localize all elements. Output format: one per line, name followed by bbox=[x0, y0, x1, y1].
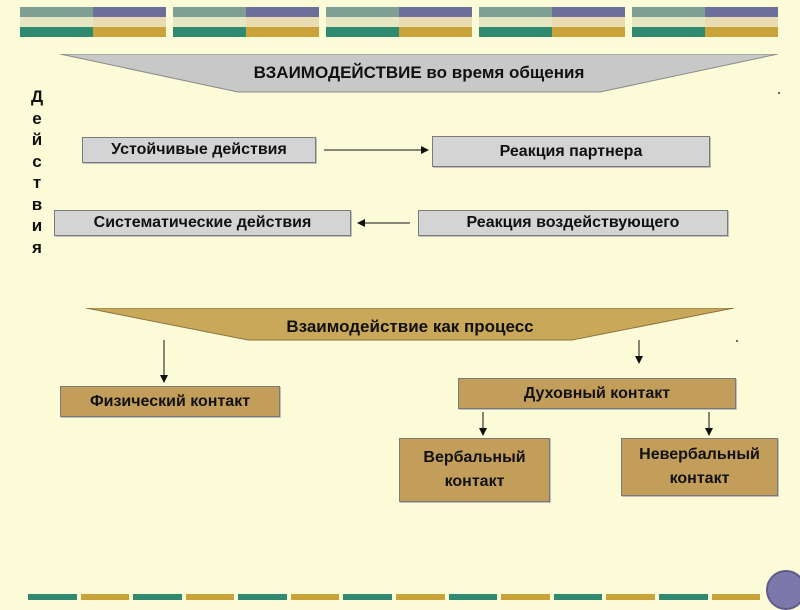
decoration-dot bbox=[778, 92, 780, 94]
interaction-banner-title: ВЗАИМОДЕЙСТВИЕ во время общения bbox=[253, 63, 585, 82]
vertical-letter: в bbox=[31, 194, 43, 214]
partner-reaction-box: Реакция партнера bbox=[432, 136, 710, 167]
top-decoration-strip bbox=[326, 7, 472, 37]
nonverbal-contact-box: Невербальный контакт bbox=[621, 438, 778, 496]
top-decoration-strip bbox=[173, 7, 319, 37]
verbal-contact-box: Вербальный контакт bbox=[399, 438, 550, 502]
top-decoration-strip bbox=[632, 7, 778, 37]
vertical-letter: т bbox=[32, 173, 42, 192]
vertical-letter: я bbox=[32, 237, 42, 257]
vertical-letter: й bbox=[31, 130, 43, 149]
vertical-letter: е bbox=[32, 108, 42, 128]
actions-vertical-label: Д е й с т в и я bbox=[29, 86, 45, 258]
systematic-actions-box: Систематические действия bbox=[54, 210, 351, 236]
process-banner-shape bbox=[86, 308, 734, 341]
vertical-letter: и bbox=[31, 216, 43, 235]
decoration-dot bbox=[736, 340, 738, 342]
banner-shape bbox=[60, 54, 778, 93]
top-decoration-strip bbox=[479, 7, 625, 37]
interaction-banner: ВЗАИМОДЕЙСТВИЕ во время общения bbox=[60, 54, 778, 94]
vertical-letter: с bbox=[32, 151, 42, 171]
physical-contact-box: Физический контакт bbox=[60, 386, 280, 417]
stable-actions-box: Устойчивые действия bbox=[82, 137, 316, 163]
decoration-circle bbox=[766, 570, 800, 610]
vertical-letter: Д bbox=[30, 87, 44, 106]
process-banner-title: Взаимодействие как процесс bbox=[286, 317, 534, 336]
bottom-decoration-strip bbox=[28, 594, 761, 600]
spiritual-contact-box: Духовный контакт bbox=[458, 378, 736, 409]
process-banner: Взаимодействие как процесс bbox=[86, 308, 734, 342]
influencer-reaction-box: Реакция воздействующего bbox=[418, 210, 728, 236]
top-decoration-strip bbox=[20, 7, 166, 37]
